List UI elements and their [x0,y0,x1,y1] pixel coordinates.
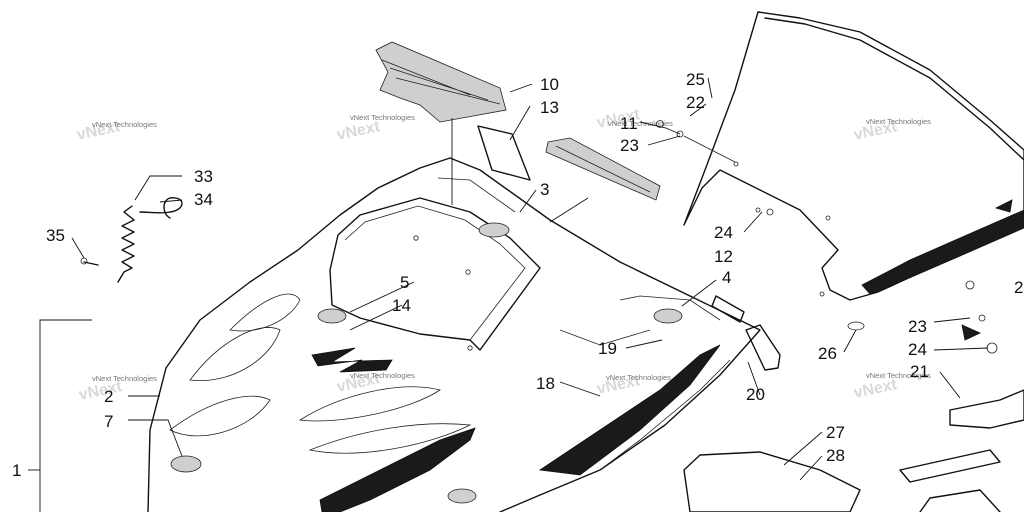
callout-33: 33 [194,167,213,186]
callout-22: 22 [686,93,705,112]
callout-18: 18 [536,374,555,393]
leader-lines [28,77,989,512]
callout-25: 25 [686,70,705,89]
windshield-decal-strip [545,137,661,201]
callout-5: 5 [400,273,409,292]
callout-23-upper: 23 [620,136,639,155]
callout-26: 26 [818,344,837,363]
watermark-text: vNext Technologies [92,374,157,383]
callout-27: 27 [826,423,845,442]
watermark-text: vNext Technologies [608,119,673,128]
callout-3: 3 [540,180,549,199]
callout-34: 34 [194,190,213,209]
oval-decal-4 [653,308,683,324]
oval-decal-3 [478,222,510,238]
callout-35: 35 [46,226,65,245]
hood-part [147,157,761,512]
windshield-part [683,11,1024,301]
callout-1: 1 [12,461,21,480]
callout-11: 11 [620,114,638,133]
oval-decal-7 [170,455,202,473]
callout-labels: 1 2 3 4 5 7 10 11 12 13 14 18 19 20 21 2… [12,70,1023,480]
decal-13-part [477,125,531,181]
callout-24-right: 24 [908,340,927,359]
callout-2-edge: 2 [1014,278,1023,297]
callout-24-upper: 24 [714,223,733,242]
hood-decal-part [375,41,507,123]
bracket-21-part [949,389,1024,429]
callout-28: 28 [826,446,845,465]
watermark-text: vNext Technologies [350,371,415,380]
callout-10: 10 [540,75,559,94]
watermark-text: vNext Technologies [866,117,931,126]
oval-decal-lower [447,488,477,504]
callout-23-right: 23 [908,317,927,336]
callout-14: 14 [392,296,411,315]
decal-12-part [711,295,745,323]
callout-12: 12 [714,247,733,266]
windshield-hardware [656,120,998,354]
spring-assembly [80,197,183,283]
watermark-text: vNext Technologies [606,373,671,382]
watermark-text: vNext Technologies [350,113,415,122]
callout-4: 4 [722,268,731,287]
vent-20-part [745,324,781,371]
callout-2: 2 [104,387,113,406]
callout-21: 21 [910,362,929,381]
callout-20: 20 [746,385,765,404]
watermark-text: vNext Technologies [92,120,157,129]
callout-13: 13 [540,98,559,117]
lower-panel-part [683,449,1001,512]
callout-19: 19 [598,339,617,358]
watermarks: vNext vNext Technologies vNext vNext Tec… [75,106,931,404]
oval-decal-5 [317,308,347,324]
watermark-text: vNext Technologies [866,371,931,380]
callout-7: 7 [104,412,113,431]
